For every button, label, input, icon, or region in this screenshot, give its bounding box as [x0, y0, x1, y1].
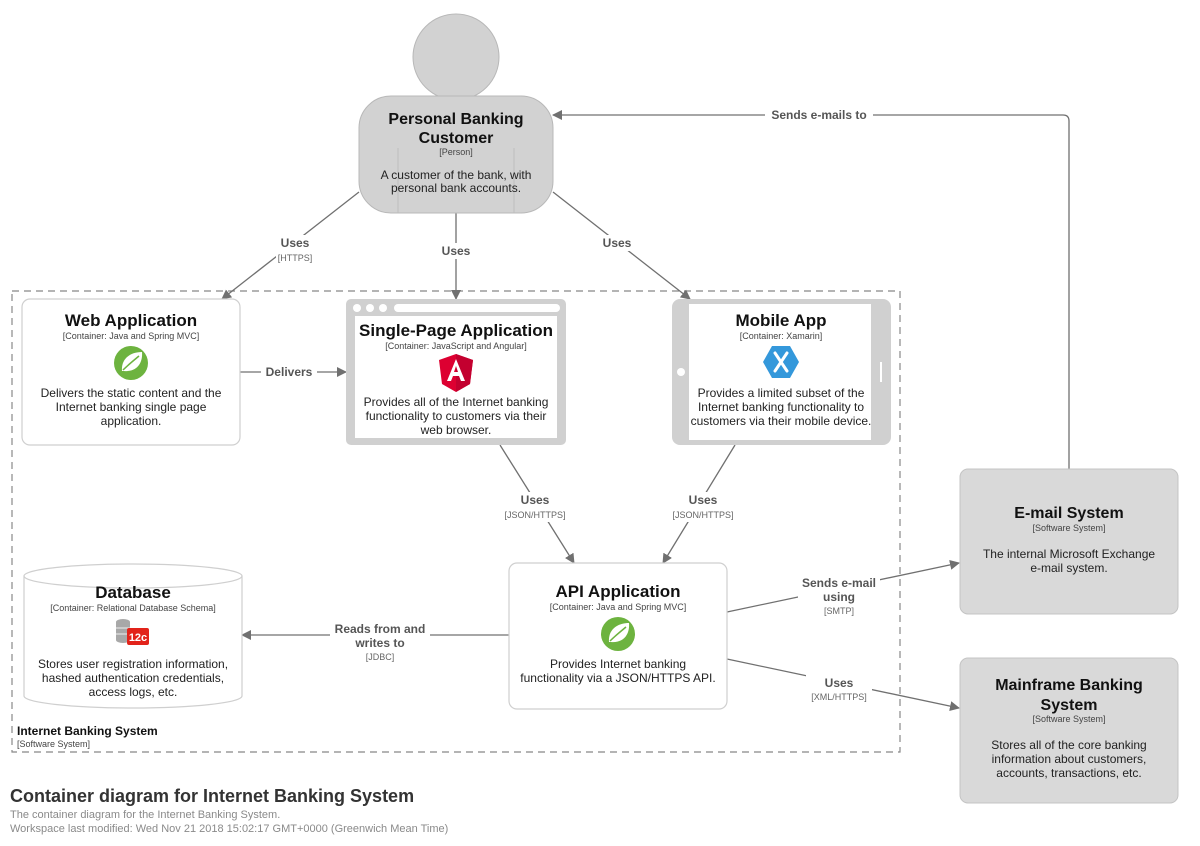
edge-customer-web-label: Uses: [281, 236, 310, 250]
api-type: [Container: Java and Spring MVC]: [550, 602, 687, 612]
mainframe-type: [Software System]: [1032, 714, 1105, 724]
edge-api-mainframe-tech: [XML/HTTPS]: [811, 692, 867, 702]
mobile-type: [Container: Xamarin]: [740, 331, 823, 341]
tablet-home-button: [677, 368, 685, 376]
person-personal-banking-customer[interactable]: Personal Banking Customer [Person] A cus…: [358, 13, 554, 214]
edge-api-email-label-line2: using: [823, 590, 855, 604]
person-body: [358, 95, 554, 214]
web-app-title: Web Application: [65, 311, 197, 330]
web-app-desc-line1: Delivers the static content and the: [41, 386, 222, 400]
database-desc-line3: access logs, etc.: [89, 685, 178, 699]
edge-api-email-label-line1: Sends e-mail: [802, 576, 876, 590]
customer-desc-line1: A customer of the bank, with: [381, 168, 532, 182]
diagram-title: Container diagram for Internet Banking S…: [10, 786, 415, 806]
api-desc-line1: Provides Internet banking: [550, 657, 686, 671]
web-app-desc-line2: Internet banking single page: [56, 400, 207, 414]
edge-spa-api-label: Uses: [521, 493, 550, 507]
database-type: [Container: Relational Database Schema]: [50, 603, 216, 613]
container-web-application[interactable]: Web Application [Container: Java and Spr…: [21, 298, 241, 446]
boundary-type: [Software System]: [17, 739, 90, 749]
spa-desc-line1: Provides all of the Internet banking: [364, 395, 549, 409]
external-email-system[interactable]: E-mail System [Software System] The inte…: [959, 468, 1179, 615]
web-app-type: [Container: Java and Spring MVC]: [63, 331, 200, 341]
database-desc-line1: Stores user registration information,: [38, 657, 228, 671]
web-app-desc-line3: application.: [101, 414, 162, 428]
oracle-12c-icon: 12c: [116, 619, 149, 645]
container-api-application[interactable]: API Application [Container: Java and Spr…: [508, 562, 728, 710]
spa-desc-line2: functionality to customers via their: [366, 409, 547, 423]
api-desc-line2: functionality via a JSON/HTTPS API.: [520, 671, 715, 685]
edge-api-email-tech: [SMTP]: [824, 606, 854, 616]
boundary-name: Internet Banking System: [17, 724, 158, 738]
edge-api-mainframe-label: Uses: [825, 676, 854, 690]
mobile-desc-line2: Internet banking functionality to: [698, 400, 864, 414]
container-single-page-application[interactable]: Single-Page Application [Container: Java…: [346, 299, 566, 445]
edge-labels: Uses [HTTPS] Uses Uses Delivers Uses [JS…: [261, 107, 880, 704]
email-desc-line2: e-mail system.: [1030, 561, 1107, 575]
spring-leaf-icon: [114, 346, 148, 380]
customer-desc-line2: personal bank accounts.: [391, 181, 521, 195]
browser-address-bar: [394, 304, 560, 312]
edge-customer-web-tech: [HTTPS]: [278, 253, 313, 263]
edge-api-db-label-line2: writes to: [354, 636, 404, 650]
browser-dots: [353, 304, 387, 312]
spring-leaf-icon: [601, 617, 635, 651]
spa-desc-line3: web browser.: [420, 423, 492, 437]
customer-title-line1: Personal Banking: [388, 111, 523, 128]
mainframe-desc-line1: Stores all of the core banking: [991, 738, 1146, 752]
customer-type: [Person]: [439, 147, 473, 157]
edge-mobile-api-tech: [JSON/HTTPS]: [672, 510, 733, 520]
edge-spa-api-tech: [JSON/HTTPS]: [504, 510, 565, 520]
email-desc-line1: The internal Microsoft Exchange: [983, 547, 1155, 561]
mainframe-title-line2: System: [1041, 697, 1098, 714]
mobile-desc-line1: Provides a limited subset of the: [698, 386, 865, 400]
edge-api-db-label-line1: Reads from and: [335, 622, 426, 636]
database-title: Database: [95, 583, 171, 602]
edge-mobile-api-label: Uses: [689, 493, 718, 507]
workspace-modified: Workspace last modified: Wed Nov 21 2018…: [10, 823, 449, 835]
database-desc-line2: hashed authentication credentials,: [42, 671, 224, 685]
angular-shield-icon: [439, 354, 473, 392]
edge-customer-spa-label: Uses: [442, 244, 471, 258]
email-title: E-mail System: [1014, 505, 1123, 522]
edge-web-spa-label: Delivers: [266, 365, 313, 379]
person-head: [412, 13, 500, 101]
spa-type: [Container: JavaScript and Angular]: [385, 341, 527, 351]
external-mainframe-banking-system[interactable]: Mainframe Banking System [Software Syste…: [959, 657, 1179, 804]
mobile-title: Mobile App: [736, 311, 827, 330]
mobile-desc-line3: customers via their mobile device.: [691, 414, 872, 428]
mainframe-title-line1: Mainframe Banking: [995, 677, 1143, 694]
container-mobile-app[interactable]: Mobile App [Container: Xamarin] Provides…: [672, 299, 891, 445]
customer-title-line2: Customer: [419, 130, 494, 147]
container-database[interactable]: Database [Container: Relational Database…: [23, 563, 243, 709]
mainframe-desc-line2: information about customers,: [992, 752, 1147, 766]
oracle-badge-text: 12c: [129, 632, 147, 644]
edge-email-customer[interactable]: [552, 110, 1070, 469]
xamarin-x-icon: [763, 346, 799, 378]
spa-title: Single-Page Application: [359, 321, 553, 340]
mainframe-desc-line3: accounts, transactions, etc.: [996, 766, 1141, 780]
email-type: [Software System]: [1032, 523, 1105, 533]
edge-customer-mobile-label: Uses: [603, 236, 632, 250]
edge-api-db-tech: [JDBC]: [366, 652, 395, 662]
diagram-description: The container diagram for the Internet B…: [10, 809, 281, 821]
api-title: API Application: [556, 582, 681, 601]
edge-email-customer-label: Sends e-mails to: [771, 108, 866, 122]
